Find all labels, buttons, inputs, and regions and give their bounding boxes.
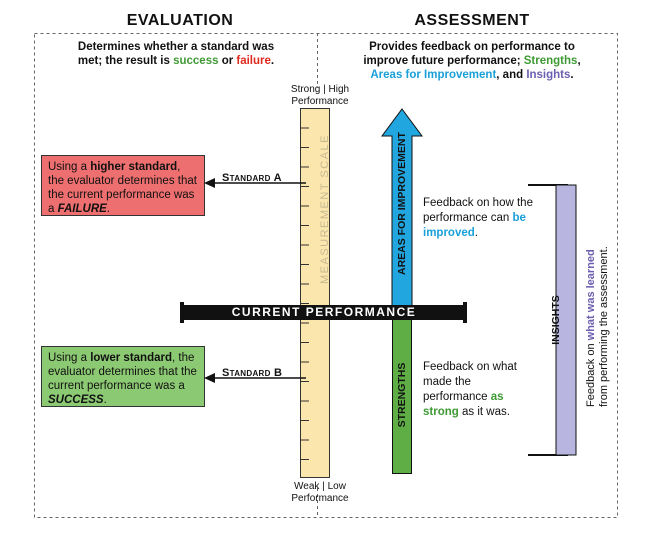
measurement-scale [300, 108, 330, 478]
failure-word: failure [236, 55, 271, 67]
assessment-heading: ASSESSMENT [414, 12, 530, 29]
strengths-feedback: Feedback on what made the performance as… [423, 361, 517, 418]
insights-word: Insights [526, 69, 571, 81]
insights-feedback: Feedback on what was learned from perfor… [585, 246, 610, 407]
success-result: SUCCESS [48, 394, 104, 406]
insights-bracket [528, 184, 577, 456]
standard-b-box: Using a lower standard, the evaluator de… [41, 346, 205, 407]
improvement-feedback: Feedback on how the performance can be i… [423, 197, 533, 239]
success-word: success [173, 55, 219, 67]
scale-bottom-label: Weak | Low Performance [291, 481, 349, 504]
improvement-arrow-label: AREAS FOR IMPROVEMENT [396, 132, 408, 275]
scale-top-label: Strong | High Performance [290, 84, 350, 107]
standard-a-arrow [204, 178, 306, 188]
failure-result: FAILURE [57, 203, 107, 215]
measurement-scale-label: MEASUREMENT SCALE [319, 134, 331, 284]
current-performance-label: CURRENT PERFORMANCE [231, 305, 417, 319]
standard-b-arrow [204, 373, 306, 383]
assessment-description: Provides feedback on performance to impr… [363, 41, 581, 81]
strengths-word: Strengths [523, 55, 578, 67]
scale-body [300, 108, 330, 478]
standard-a-label: Standard A [222, 172, 282, 184]
insights-label: INSIGHTS [550, 295, 562, 345]
standard-a-box: Using a higher standard, the evaluator d… [41, 155, 205, 216]
standard-b-label: Standard B [222, 367, 283, 379]
current-performance-bar [180, 302, 467, 323]
evaluation-description: Determines whether a standard was met; t… [77, 41, 275, 67]
afi-word: Areas for Improvement [370, 69, 497, 81]
evaluation-heading: EVALUATION [126, 12, 234, 29]
strengths-bar-label: STRENGTHS [396, 362, 408, 428]
